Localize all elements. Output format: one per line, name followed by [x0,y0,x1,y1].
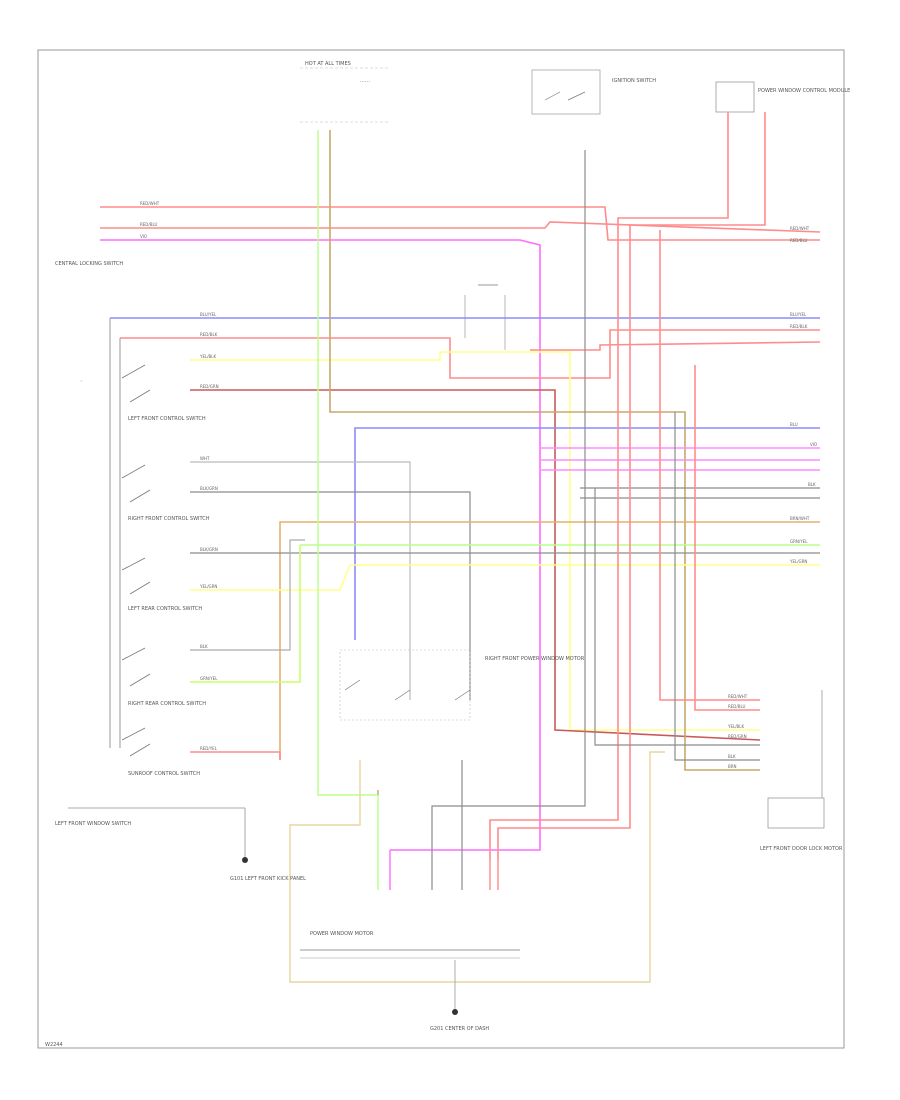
central-locking-switch: CENTRAL LOCKING SWITCH [55,261,123,267]
label-wire-wht: WHT [200,456,210,461]
label-left-front-switch: LEFT FRONT CONTROL SWITCH [128,416,206,422]
svg-text:◦: ◦ [80,379,83,385]
svg-text:RED/BLU: RED/BLU [728,704,746,709]
wire-green-vertical [317,130,379,860]
label-wire-red-yel: RED/YEL [200,746,218,751]
label-wire-grn-yel: GRN/YEL [790,539,808,544]
label-wire-yel-grn-right: YEL/GRN [789,559,807,564]
wire-gray-2 [190,491,471,700]
label-left-front-window: LEFT FRONT WINDOW SWITCH [55,821,131,827]
label-wire-blk-grn-2: BLK/GRN [200,547,218,552]
ignition-switch: IGNITION SWITCH [531,69,656,115]
svg-text:RED/WHT: RED/WHT [728,694,748,699]
label-wire-vio: VIO [140,234,147,239]
left-front-window-switch: LEFT FRONT WINDOW SWITCH [55,807,246,858]
wire-red-1 [100,206,820,241]
label-wire-red-blk-right: RED/BLK [790,324,808,329]
label-left-front-door-lock: LEFT FRONT DOOR LOCK MOTOR [760,846,843,852]
ground-symbol-center: G201 CENTER OF DASH [430,960,489,1032]
label-power-window-motor: POWER WINDOW MOTOR [310,931,374,937]
connector-stubs [377,760,499,890]
wire-tan-ground [289,760,455,983]
wire-tan-right [455,751,665,983]
label-wire-red-blk: RED/BLK [200,332,218,337]
label-wire-brn-wht: BRN/WHT [790,516,810,521]
right-connector-labels: RED/WHT RED/BLU YEL/BLK RED/GRN BLK BRN [727,694,748,769]
ground-symbol-left: G101 LEFT FRONT KICK PANEL [230,857,306,882]
sunroof-control-switch: SUNROOF CONTROL SWITCH [121,727,200,777]
label-wire-blu-yel: BLU/YEL [200,312,217,317]
label-wire-blu: BLU [790,422,798,427]
label-wire-yel-blk: YEL/BLK [199,354,217,359]
label-right-rear-switch: RIGHT REAR CONTROL SWITCH [128,701,206,707]
wire-yellow-2 [190,564,820,591]
power-window-control-module: POWER WINDOW CONTROL MODULE [715,81,850,113]
wire-red-vertical-1 [489,112,729,860]
svg-text:BLK: BLK [728,754,736,759]
svg-text:……: …… [360,78,370,84]
label-central-locking: CENTRAL LOCKING SWITCH [55,261,123,267]
wire-gray-right-2 [674,412,760,761]
diagram-border [37,49,845,1049]
label-wire-blk-grn: BLK/GRN [200,486,218,491]
label-sunroof-switch: SUNROOF CONTROL SWITCH [128,771,200,777]
label-right-front-module: RIGHT FRONT POWER WINDOW MOTOR [485,656,585,662]
label-wire-blk: BLK [808,482,816,487]
label-right-front-switch: RIGHT FRONT CONTROL SWITCH [128,516,210,522]
svg-text:YEL/BLK: YEL/BLK [727,724,745,729]
label-wire-red-blu: RED/BLU [140,222,158,227]
right-front-control-switch: RIGHT FRONT CONTROL SWITCH [121,464,210,522]
label-ignition-switch: IGNITION SWITCH [612,78,656,84]
hot-at-all-times-fuse: HOT AT ALL TIMES …… [300,61,390,123]
wire-red-2 [100,221,821,233]
figure-id: W2244 [45,1042,63,1048]
wire-gray-right-1 [594,488,760,746]
svg-text:BRN: BRN [728,764,737,769]
wire-gray-vertical [431,150,586,860]
wire-blue-2 [354,427,820,640]
right-rear-control-switch: RIGHT REAR CONTROL SWITCH [121,647,206,707]
wire-gray-6 [190,539,305,651]
left-rear-control-switch: LEFT REAR CONTROL SWITCH [121,557,202,612]
right-front-window-motor-module: RIGHT FRONT POWER WINDOW MOTOR [339,649,585,721]
wire-red-vertical-4 [694,365,760,711]
wire-gray-1 [190,461,411,700]
label-wire-blu-yel-right: BLU/YEL [790,312,807,317]
label-wire-red-grn: RED/GRN [200,384,219,389]
label-wire-grn-yel-2: GRN/YEL [200,676,218,681]
wire-darkred-1 [190,389,761,741]
wire-red-vertical-3 [659,230,760,701]
label-wire-red-wht: RED/WHT [140,201,160,206]
label-power-window-control: POWER WINDOW CONTROL MODULE [758,88,850,94]
label-wire-red-blu-right: RED/BLU [790,238,808,243]
wire-yellow-1 [190,351,760,731]
label-wire-vio-2: VIO [810,442,817,447]
wire-red-vertical-2 [497,112,766,860]
label-ground-center: G201 CENTER OF DASH [430,1026,489,1032]
label-wire-blk-2: BLK [200,644,208,649]
wire-brown-1 [329,130,760,771]
central-locking-relay [464,284,506,350]
label-hot-at-all-times: HOT AT ALL TIMES [305,61,351,67]
label-left-rear-switch: LEFT REAR CONTROL SWITCH [128,606,202,612]
left-front-door-lock-motor: LEFT FRONT DOOR LOCK MOTOR [760,690,843,852]
label-ground-left: G101 LEFT FRONT KICK PANEL [230,876,306,882]
power-window-motor: POWER WINDOW MOTOR [300,931,520,959]
wire-red-3 [120,329,820,379]
wire-red-4 [530,341,821,351]
label-wire-yel-grn: YEL/GRN [199,584,217,589]
label-wire-red-wht-right: RED/WHT [790,226,810,231]
wire-lime-1 [190,545,301,683]
wire-tan-1 [279,521,820,760]
svg-text:RED/GRN: RED/GRN [728,734,747,739]
wire-red-5 [190,751,281,760]
left-front-control-switch: ◦ LEFT FRONT CONTROL SWITCH [80,364,206,422]
